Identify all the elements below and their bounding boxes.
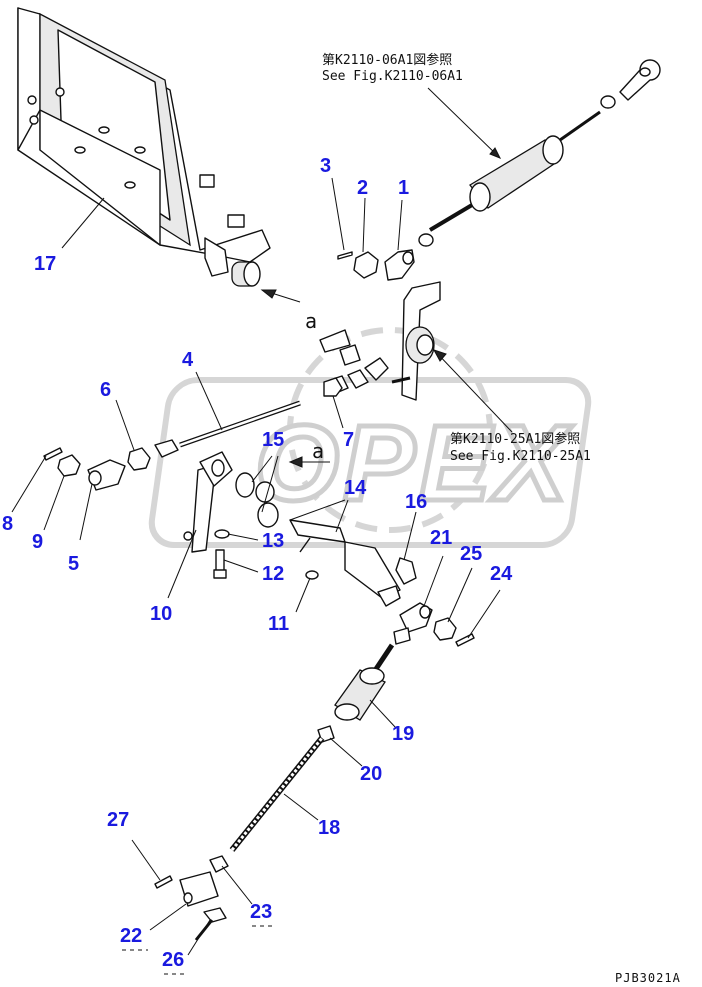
damper-cylinder-part-19	[334, 643, 395, 721]
lever-part-16	[344, 541, 417, 607]
view-mark-a-middle: a	[312, 439, 324, 463]
label-6: 6	[100, 379, 111, 401]
label-22: 22	[120, 925, 142, 947]
rod-end-part-21	[393, 602, 433, 645]
lever-assembly-upper	[319, 281, 441, 401]
label-26: 26	[162, 949, 184, 971]
part-labels: 1 2 3 4 5 6 7 8 9 10 11 12 13 14 15 16 1…	[2, 155, 513, 975]
pin-part-27	[154, 875, 173, 889]
watermark-text: OPEX	[255, 402, 573, 523]
rod-end-part-1	[384, 249, 415, 281]
label-5: 5	[68, 553, 79, 575]
damper-cylinder-upper	[418, 59, 661, 247]
block-part-22	[179, 871, 219, 907]
label-15: 15	[262, 429, 284, 451]
drawing-code: PJB3021A	[615, 971, 681, 985]
reference-25a1-line1: 第K2110-25A1図参照	[450, 431, 580, 447]
reference-callout-06a1: 第K2110-06A1図参照 See Fig.K2110-06A1	[322, 52, 502, 159]
label-8: 8	[2, 513, 13, 535]
pin-part-24	[455, 633, 475, 647]
rod-part-18	[229, 736, 325, 852]
label-25: 25	[460, 543, 482, 565]
label-17: 17	[34, 253, 56, 275]
label-7: 7	[343, 429, 354, 451]
label-20: 20	[360, 763, 382, 785]
label-27: 27	[107, 809, 129, 831]
label-19: 19	[392, 723, 414, 745]
label-14: 14	[344, 477, 367, 499]
rod-end-part-5	[87, 459, 126, 491]
label-16: 16	[405, 491, 427, 513]
label-10: 10	[150, 603, 172, 625]
label-1: 1	[398, 177, 409, 199]
label-13: 13	[262, 530, 284, 552]
label-2: 2	[357, 177, 368, 199]
rod-part-4	[179, 400, 301, 448]
reference-callout-25a1: 第K2110-25A1図参照 See Fig.K2110-25A1	[432, 349, 591, 464]
pin-part-8	[43, 447, 63, 461]
label-18: 18	[318, 817, 340, 839]
pin-part-11	[305, 570, 319, 580]
label-24: 24	[490, 563, 513, 585]
label-3: 3	[320, 155, 331, 177]
view-arrow-a-middle	[288, 456, 330, 468]
lever-part-10	[183, 451, 233, 553]
label-21: 21	[430, 527, 452, 549]
nut-part-2	[353, 251, 379, 279]
view-arrow-a-upper	[260, 289, 301, 303]
label-11: 11	[268, 613, 289, 635]
bolt-part-12	[213, 549, 227, 579]
label-9: 9	[32, 531, 43, 553]
label-23: 23	[250, 901, 272, 923]
leader-lines	[11, 177, 501, 956]
nut-part-9	[57, 454, 81, 477]
pin-part-3	[337, 251, 353, 260]
bracket-part-17	[17, 7, 271, 287]
reference-06a1-line2: See Fig.K2110-06A1	[322, 69, 463, 84]
washer-part-13	[214, 529, 230, 539]
reference-25a1-line2: See Fig.K2110-25A1	[450, 449, 591, 464]
nut-part-7	[323, 377, 343, 397]
nut-part-6	[127, 439, 179, 471]
label-12: 12	[262, 563, 284, 585]
watermark: OPEX	[148, 327, 592, 548]
reference-06a1-line1: 第K2110-06A1図参照	[322, 52, 452, 68]
label-4: 4	[182, 349, 194, 371]
nut-part-25	[433, 617, 457, 641]
view-mark-a-upper: a	[305, 309, 317, 333]
